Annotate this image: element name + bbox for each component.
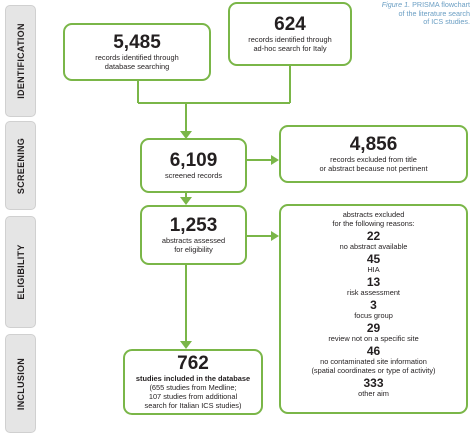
arrow-head [271,155,279,165]
arrow-head [180,341,192,349]
figure-caption: Figure 1. PRISMA flowchart of the litera… [381,0,470,27]
stage-inclusion: INCLUSION [5,334,36,433]
box-text: ad-hoc search for Italy [253,44,327,53]
box-text: abstracts excluded [342,210,405,219]
figure-number: Figure 1. [381,0,411,9]
reason-count: 29 [366,321,381,335]
box-text: records excluded from title [330,155,417,164]
box-text: 107 studies from additional [148,392,238,401]
reason-count: 333 [363,376,384,390]
box-text: screened records [164,171,223,180]
database-count: 5,485 [113,32,161,53]
reason-count: 46 [366,344,381,358]
box-text: database searching [104,62,170,71]
included-studies-box: 762 studies included in the database (65… [123,349,263,415]
reason-label-detail: (spatial coordinates or type of activity… [311,366,436,375]
reason-label: review not on a specific site [328,334,419,343]
box-text: or abstract because not pertinent [319,164,428,173]
caption-line-1: PRISMA flowchart [412,0,470,9]
box-text: abstracts assessed [161,236,226,245]
box-text: for the following reasons: [332,219,415,228]
box-text: (655 studies from Medline; [149,383,237,392]
caption-line-3: of ICS studies. [423,17,470,26]
reason-label: no contaminated site information [320,357,427,366]
assessed-abstracts-box: 1,253 abstracts assessed for eligibility [140,205,247,265]
reason-count: 3 [370,298,377,312]
screened-records-box: 6,109 screened records [140,138,247,193]
arrow-head [271,231,279,241]
reason-label: risk assessment [347,288,400,297]
stage-eligibility: ELIGIBILITY [5,216,36,328]
stage-screening: SCREENING [5,121,36,210]
box-text: records identified through [95,53,179,62]
reason-count: 45 [366,252,381,266]
assessed-count: 1,253 [169,215,218,236]
box-text: for eligibility [174,245,213,254]
caption-line-2: of the literature search [398,8,470,18]
screened-count: 6,109 [169,150,218,171]
excluded-count: 4,856 [349,134,398,155]
box-text: studies included in the database [135,374,251,383]
box-text: search for Italian ICS studies) [144,401,242,410]
arrow-head [180,131,192,139]
database-records-box: 5,485 records identified through databas… [63,23,211,81]
reason-label: HIA [367,265,380,274]
excluded-records-box: 4,856 records excluded from title or abs… [279,125,468,183]
reason-label: other aim [358,389,389,398]
adhoc-records-box: 624 records identified through ad-hoc se… [228,2,352,66]
abstracts-excluded-box: abstracts excluded for the following rea… [279,204,468,414]
reason-label: focus group [354,311,393,320]
box-text: records identified through [248,35,332,44]
arrow-head [180,197,192,205]
reason-count: 13 [366,275,381,289]
adhoc-count: 624 [274,14,306,35]
stage-identification: IDENTIFICATION [5,5,36,117]
included-count: 762 [177,353,209,374]
reason-label: no abstract available [339,242,408,251]
reason-count: 22 [366,229,381,243]
